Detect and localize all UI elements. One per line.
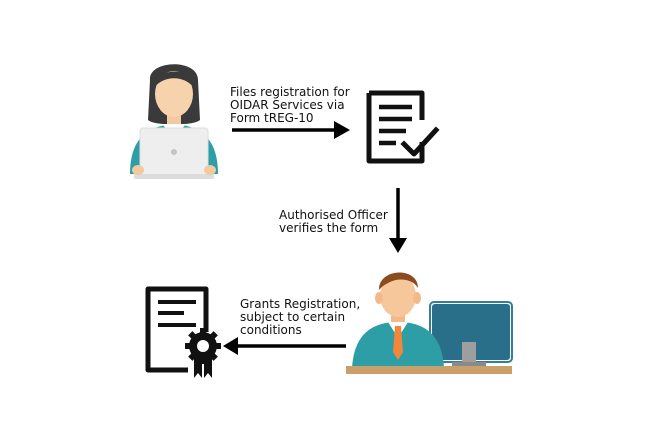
officer-verifies-line2: verifies the form — [279, 221, 379, 235]
grants-registration-label: Grants Registration, subject to certain … — [240, 298, 360, 337]
arrow-down-to-officer — [388, 188, 408, 254]
woman-with-laptop-icon — [130, 64, 218, 179]
files-registration-line1: Files registration for — [230, 85, 350, 99]
arrow-right-to-form — [232, 120, 352, 140]
grants-registration-line3: conditions — [240, 323, 302, 337]
officer-figure — [346, 266, 513, 376]
arrow-down-icon — [389, 188, 407, 253]
officer-verifies-line1: Authorised Officer — [279, 208, 388, 222]
grants-registration-line1: Grants Registration, — [240, 297, 361, 311]
officer-at-desk-icon — [346, 272, 513, 374]
form-document — [366, 90, 440, 164]
files-registration-label: Files registration for OIDAR Services vi… — [230, 86, 350, 125]
grants-registration-line2: subject to certain — [240, 310, 346, 324]
files-registration-line2: OIDAR Services via — [230, 98, 345, 112]
arrow-right-icon — [232, 121, 350, 139]
applicant-figure — [124, 58, 224, 180]
registration-certificate — [144, 286, 222, 380]
certificate-with-seal-icon — [145, 286, 221, 378]
arrow-left-icon — [223, 337, 346, 355]
files-registration-line3: Form tREG-10 — [230, 111, 314, 125]
arrow-left-to-certificate — [222, 336, 346, 356]
officer-verifies-label: Authorised Officer verifies the form — [279, 209, 388, 235]
checked-document-icon — [366, 90, 440, 164]
